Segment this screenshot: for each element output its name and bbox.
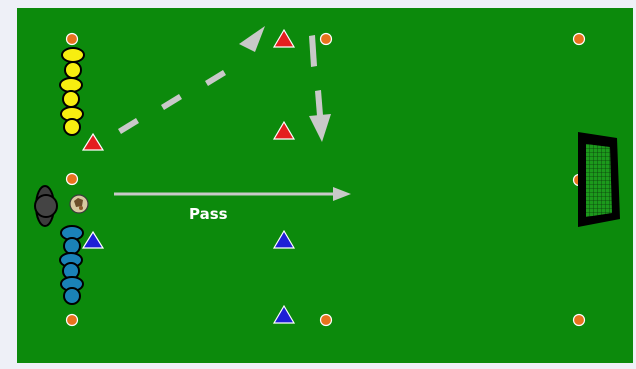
blue-player-queue bbox=[59, 225, 84, 305]
blue-player-icon bbox=[60, 276, 84, 305]
blue-triangle-marker-icon bbox=[272, 304, 296, 324]
cone-icon bbox=[572, 32, 586, 46]
cone-icon bbox=[65, 172, 79, 186]
blue-triangle-marker-icon bbox=[81, 230, 105, 249]
pass-arrow-icon bbox=[114, 187, 351, 201]
blue-triangle-marker-icon bbox=[272, 229, 296, 249]
yellow-player-queue bbox=[59, 47, 85, 136]
goal-icon bbox=[578, 132, 620, 227]
cone-icon bbox=[319, 32, 333, 46]
red-triangle-marker-icon bbox=[272, 120, 296, 140]
pitch-grass bbox=[17, 8, 633, 363]
ball-icon bbox=[69, 194, 89, 214]
pass-label: Pass bbox=[189, 205, 228, 223]
training-pitch-diagram bbox=[17, 8, 633, 363]
red-triangle-marker-icon bbox=[272, 28, 296, 48]
cone-icon bbox=[65, 32, 79, 46]
coach-player-icon bbox=[34, 185, 58, 227]
red-triangle-marker-icon bbox=[81, 132, 105, 151]
cone-icon bbox=[572, 313, 586, 327]
cone-icon bbox=[65, 313, 79, 327]
run-path-arrow-icon bbox=[118, 26, 331, 142]
blue-markers bbox=[81, 229, 296, 324]
blue-player-icon bbox=[59, 252, 83, 280]
red-markers bbox=[81, 28, 296, 151]
yellow-player-icon bbox=[60, 106, 84, 136]
cone-icon bbox=[319, 313, 333, 327]
